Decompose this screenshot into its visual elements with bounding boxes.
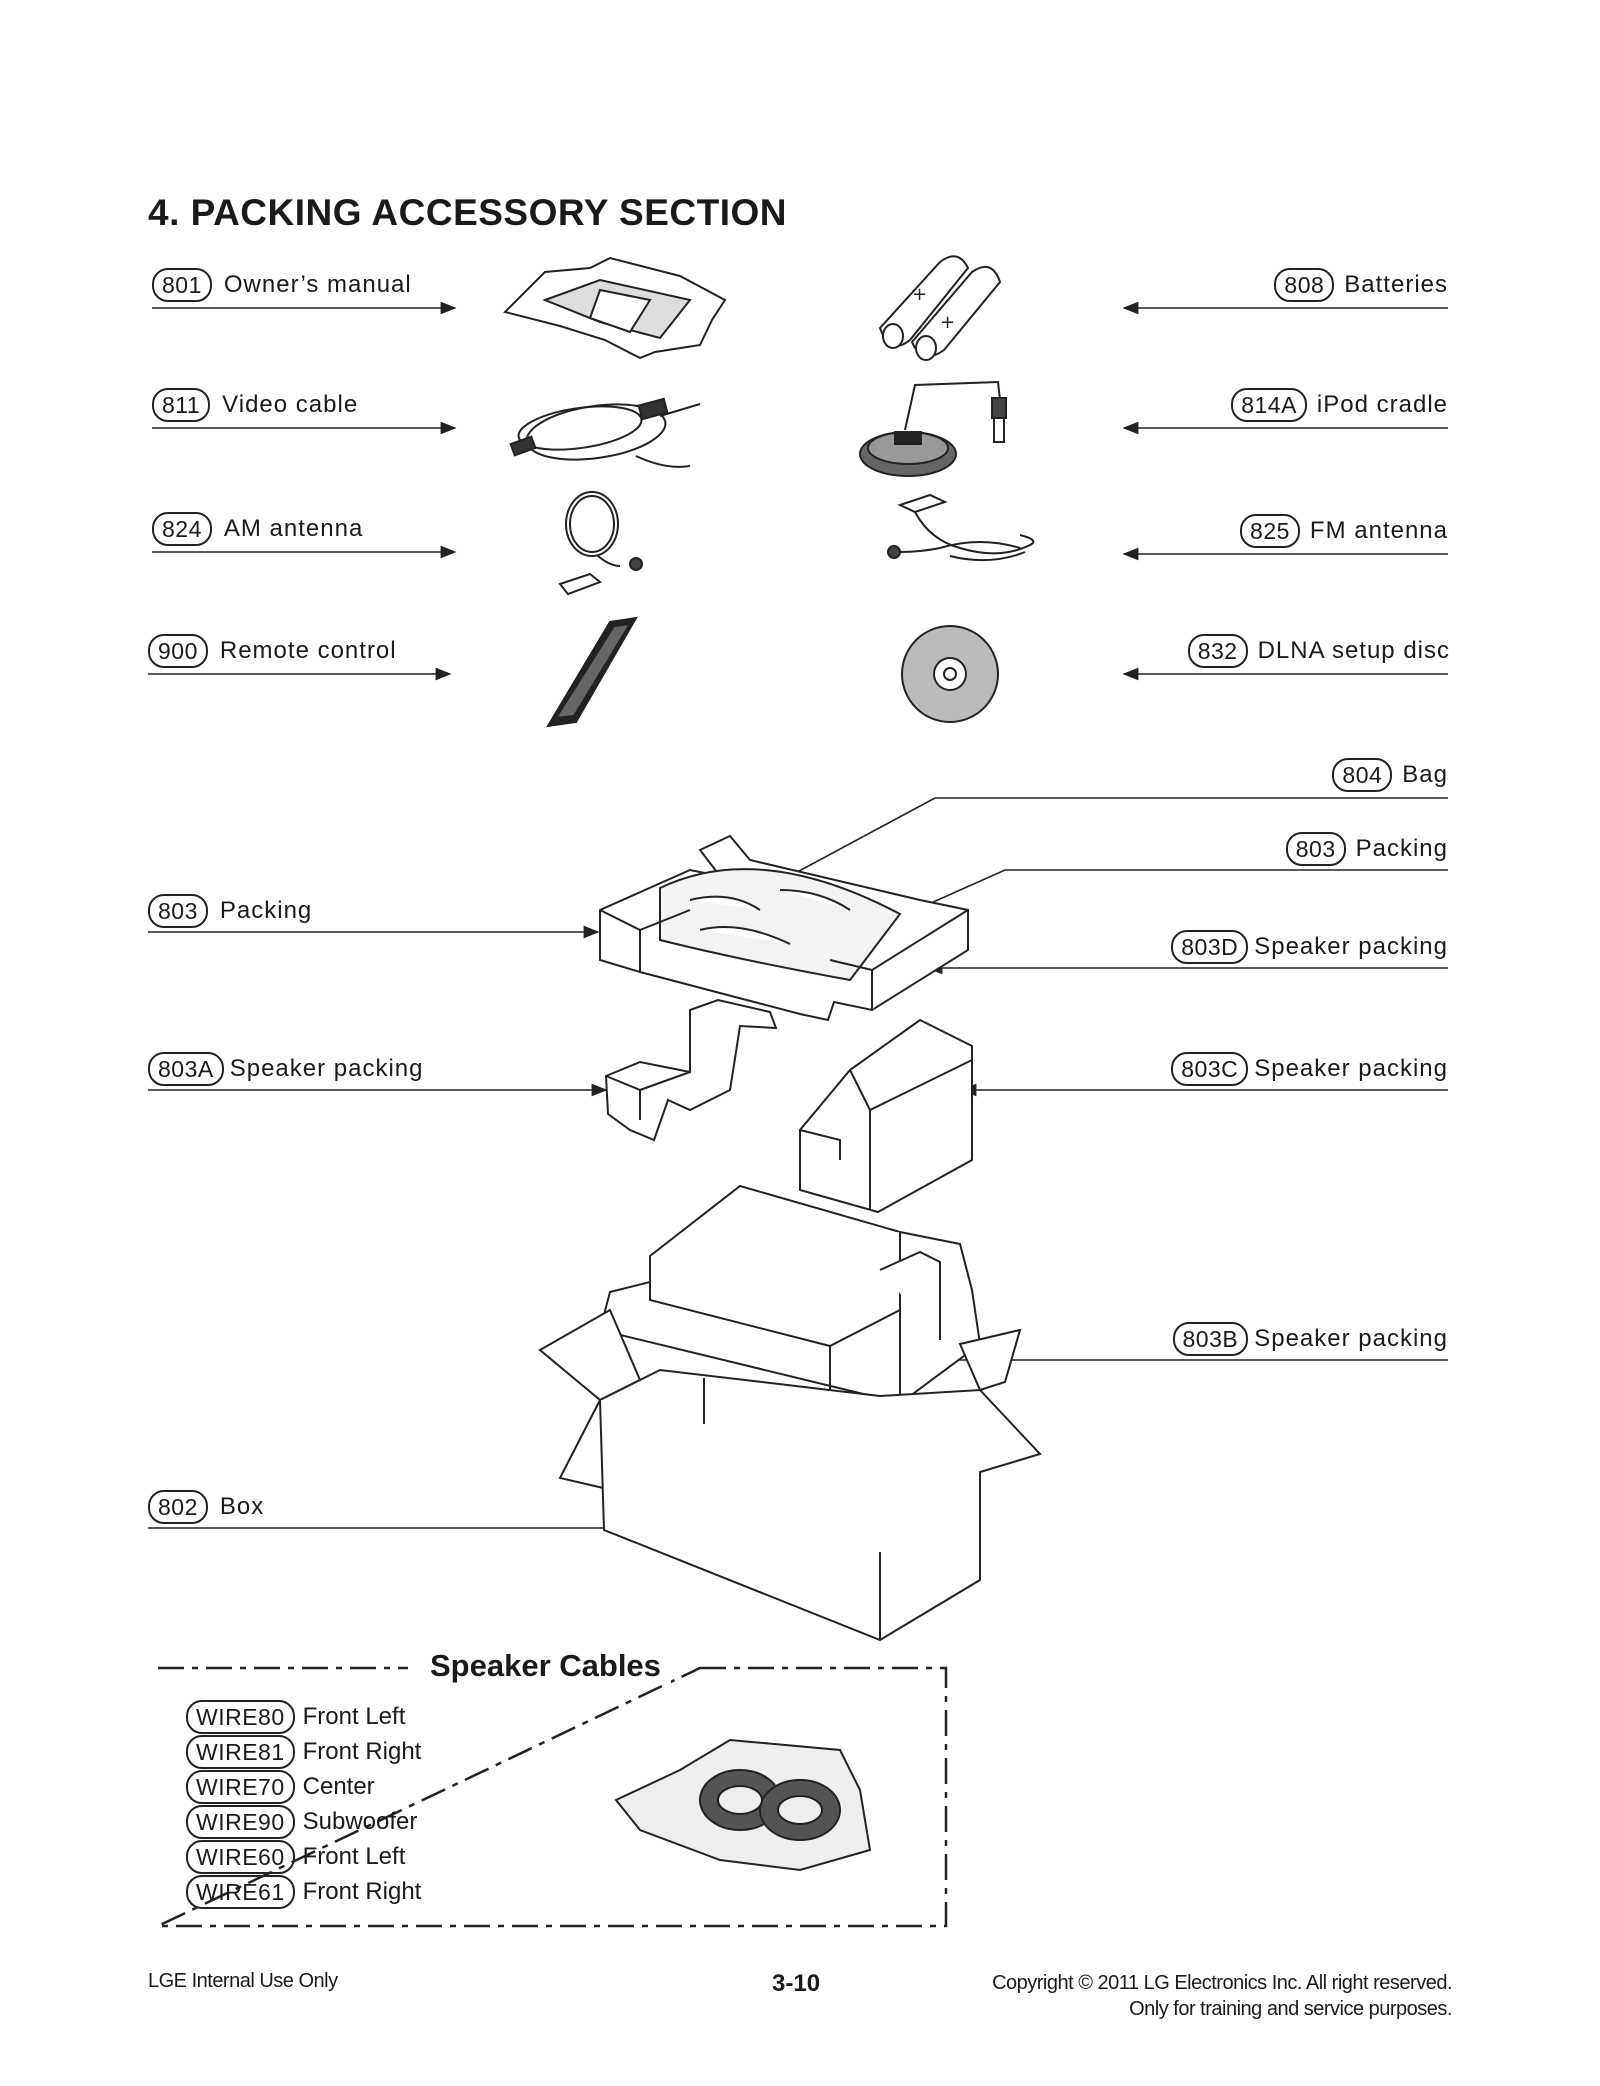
label-900: 900 Remote control [148,634,397,668]
wire-item: WIRE90 Subwoofer [186,1805,417,1839]
wire-code: WIRE61 [186,1875,295,1909]
part-name: Speaker packing [1254,1055,1448,1082]
part-name: FM antenna [1309,517,1448,544]
video-cable-illustration [509,397,701,468]
speaker-packing-803C-illustration [799,1018,973,1214]
label-802: 802 Box [148,1490,264,1524]
part-name: Speaker packing [229,1055,424,1082]
part-code: 803 [148,894,208,928]
label-804: 804 Bag [1332,758,1448,792]
wire-code: WIRE60 [186,1840,295,1874]
copyright-line: Copyright © 2011 LG Electronics Inc. All… [992,1972,1452,1994]
part-name: Speaker packing [1254,933,1448,960]
wire-code: WIRE81 [186,1735,295,1769]
part-code: 801 [152,268,212,302]
wire-name: Front Right [302,1878,422,1905]
wire-item: WIRE60 Front Left [186,1840,405,1874]
wire-item: WIRE70 Center [186,1770,375,1804]
am-antenna-illustration [558,491,643,596]
part-name: Speaker packing [1254,1325,1448,1352]
wire-item: WIRE80 Front Left [186,1700,405,1734]
wire-code: WIRE70 [186,1770,295,1804]
label-811: 811 Video cable [152,388,358,422]
part-name: Packing [1355,835,1448,862]
part-name: Packing [219,897,313,924]
footer-internal-use: LGE Internal Use Only [148,1970,338,1992]
part-code: 802 [148,1490,208,1524]
leader-line-804 [758,797,1448,893]
wire-code: WIRE80 [186,1700,295,1734]
label-814A: 814A iPod cradle [1231,388,1448,422]
part-code: 803A [148,1052,224,1086]
part-code: 825 [1240,514,1300,548]
wire-name: Center [302,1773,375,1800]
speaker-cables-illustration [614,1738,872,1872]
label-803-right: 803 Packing [1285,832,1448,866]
part-name: DLNA setup disc [1257,637,1450,664]
speaker-packing-803B-illustration [598,1184,982,1404]
part-name: Video cable [222,391,359,418]
part-name: Box [219,1493,265,1520]
part-name: Bag [1402,761,1448,788]
label-824: 824 AM antenna [152,512,363,546]
part-code: 832 [1187,634,1248,668]
wire-item: WIRE61 Front Right [186,1875,421,1909]
page-number: 3-10 [772,1970,821,1997]
part-name: Remote control [219,637,397,664]
label-832: 832 DLNA setup disc [1187,634,1450,668]
label-825: 825 FM antenna [1240,514,1448,548]
fm-antenna-illustration [887,493,1035,562]
top-packing-illustration [599,834,969,1022]
part-name: AM antenna [223,515,364,542]
part-code: 803 [1285,832,1346,866]
remote-control-illustration [546,616,638,728]
part-code: 814A [1231,388,1307,422]
label-803-left: 803 Packing [148,894,312,928]
part-name: Batteries [1344,271,1448,298]
owners-manual-illustration [503,256,727,360]
svg-text:+: + [912,284,927,305]
label-803A: 803A Speaker packing [148,1052,424,1086]
part-code: 803C [1171,1052,1249,1086]
part-code: 808 [1274,268,1335,302]
part-name: iPod cradle [1316,391,1448,418]
label-803B: 803B Speaker packing [1172,1322,1449,1356]
box-illustration [538,1308,1042,1642]
part-code: 804 [1332,758,1393,792]
part-name: Owner’s manual [223,271,412,298]
label-801: 801 Owner’s manual [152,268,412,302]
label-808: 808 Batteries [1274,268,1448,302]
notice-line: Only for training and service purposes. [1129,1998,1452,2020]
speaker-packing-803A-illustration [604,998,778,1142]
wire-name: Subwoofer [302,1808,418,1835]
wire-name: Front Right [302,1738,422,1765]
part-code: 900 [148,634,208,668]
disc-illustration [901,625,999,723]
speaker-cables-frame [157,1666,948,1928]
label-803D: 803D Speaker packing [1171,930,1448,964]
part-code: 811 [152,388,211,422]
ipod-cradle-illustration [859,380,1007,477]
wire-item: WIRE81 Front Right [186,1735,421,1769]
wire-name: Front Left [302,1703,406,1730]
footer-copyright: Copyright © 2011 LG Electronics Inc. All… [992,1970,1452,2022]
part-code: 824 [152,512,212,546]
label-803C: 803C Speaker packing [1171,1052,1448,1086]
speaker-cables-title: Speaker Cables [420,1648,671,1684]
section-title: 4. PACKING ACCESSORY SECTION [148,192,787,233]
part-code: 803B [1172,1322,1249,1356]
wire-name: Front Left [302,1843,406,1870]
batteries-illustration: + + [878,255,1002,361]
wire-code: WIRE90 [186,1805,295,1839]
svg-text:+: + [940,312,955,333]
part-code: 803D [1171,930,1249,964]
